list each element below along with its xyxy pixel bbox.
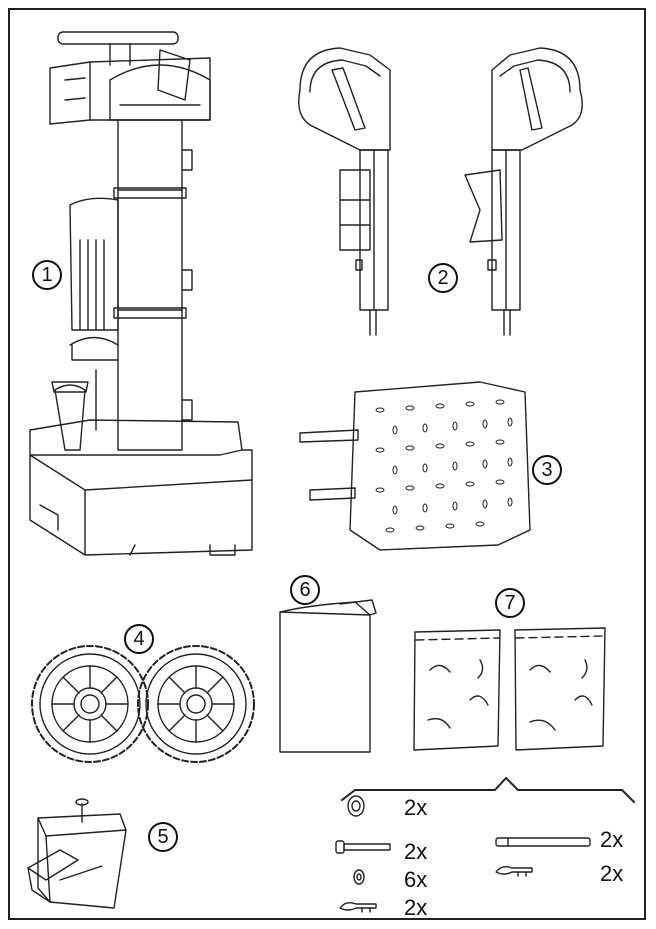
log-splitter-body-drawing: [29, 31, 253, 556]
parts-illustration: [27, 31, 635, 913]
bolt-icon: [335, 840, 345, 854]
callout-3: 3: [532, 455, 562, 485]
callout-5: 5: [148, 822, 178, 852]
bolt-quantity: 2x: [404, 839, 428, 864]
pin-right-icon: [495, 865, 533, 875]
pin-quantity: 2x: [404, 895, 428, 920]
hardware-items-drawing: [335, 795, 591, 913]
nut-quantity: 6x: [404, 867, 428, 892]
base-plate-drawing: [299, 381, 531, 551]
handle-assembly-drawing: [298, 47, 583, 336]
rod-quantity: 2x: [600, 827, 624, 852]
rod-icon: [495, 837, 591, 847]
callout-6: 6: [290, 575, 320, 605]
hardware-bracket: [341, 777, 635, 803]
callout-4: 4: [124, 624, 154, 654]
washer-quantity: 2x: [404, 795, 428, 820]
nut-icon: [353, 869, 365, 885]
callout-7: 7: [495, 588, 525, 618]
wheels-drawing: [31, 645, 255, 763]
manual-drawing: [279, 599, 377, 753]
callout-2: 2: [428, 263, 458, 293]
pin-icon: [339, 901, 377, 911]
washer-icon: [347, 795, 365, 817]
pin-right-quantity: 2x: [600, 861, 624, 886]
parts-sheet: 1 2 3 4 5 6 7 2x 2x 6x 2x 2x 2x: [8, 8, 646, 920]
wedge-attachment-drawing: [27, 798, 127, 909]
hardware-bags-drawing: [413, 627, 606, 751]
callout-1: 1: [32, 260, 62, 290]
